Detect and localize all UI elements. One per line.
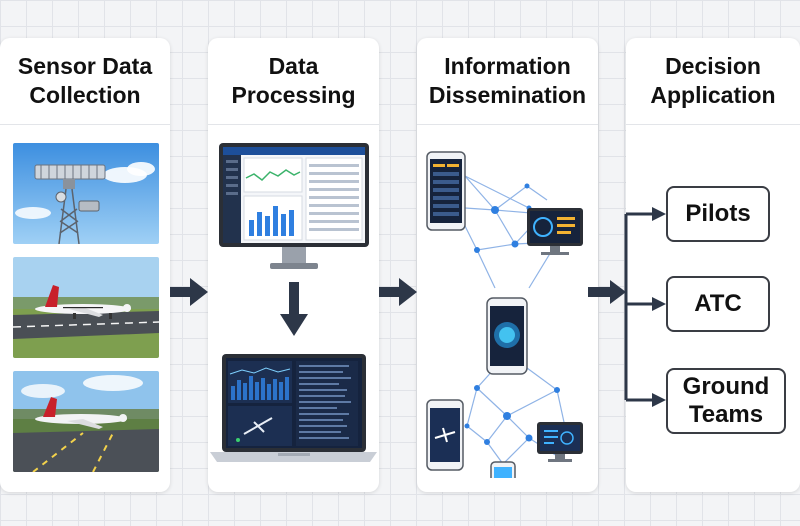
sensor-data-collection-panel: Sensor Data Collection: [0, 38, 170, 492]
desktop-monitor-icon: [219, 143, 369, 269]
down-arrow-icon: [280, 282, 308, 336]
monitor-icon: [527, 208, 583, 255]
radar-tower-image: [13, 143, 159, 244]
stage-title-line2: Processing: [231, 82, 356, 108]
branch-arrows-icon: [588, 207, 666, 407]
data-processing-panel: Data Processing: [208, 38, 379, 492]
ground-teams-box: Ground Teams: [666, 368, 786, 434]
airplane-taxiing-image: [13, 371, 159, 472]
phone-icon: [426, 151, 466, 231]
pilots-label: Pilots: [685, 200, 751, 227]
ground-teams-label-line1: Ground: [682, 373, 770, 400]
laptop-icon: [210, 354, 377, 462]
information-dissemination-panel: Information Dissemination: [417, 38, 598, 492]
stage-title-line1: Information: [444, 53, 571, 79]
stage-title-line1: Sensor Data: [17, 53, 153, 79]
decision-application-panel: Decision Application Pilots ATC Ground T…: [626, 38, 800, 492]
stage-title: Decision Application: [626, 38, 800, 125]
stage-title: Information Dissemination: [417, 38, 598, 125]
right-arrow-icon: [170, 278, 208, 306]
stage-title-line1: Data: [268, 53, 319, 79]
stage-title-line1: Decision: [665, 53, 761, 79]
ground-teams-label-line2: Teams: [688, 401, 764, 428]
device-network-diagram: [426, 151, 583, 478]
right-arrow-icon: [379, 278, 417, 306]
airport-runway-image: [13, 257, 159, 358]
stage-title-line2: Dissemination: [428, 82, 587, 108]
stage-title-line2: Application: [650, 82, 776, 108]
stage-title: Sensor Data Collection: [0, 38, 170, 125]
monitor-icon: [537, 422, 583, 462]
central-phone-icon: [486, 297, 528, 375]
pilots-box: Pilots: [666, 186, 770, 242]
stage-title: Data Processing: [208, 38, 379, 125]
atc-label: ATC: [694, 290, 742, 317]
phone-icon: [426, 399, 464, 471]
stage-title-line2: Collection: [29, 82, 141, 108]
small-phone-icon: [490, 461, 516, 478]
atc-box: ATC: [666, 276, 770, 332]
